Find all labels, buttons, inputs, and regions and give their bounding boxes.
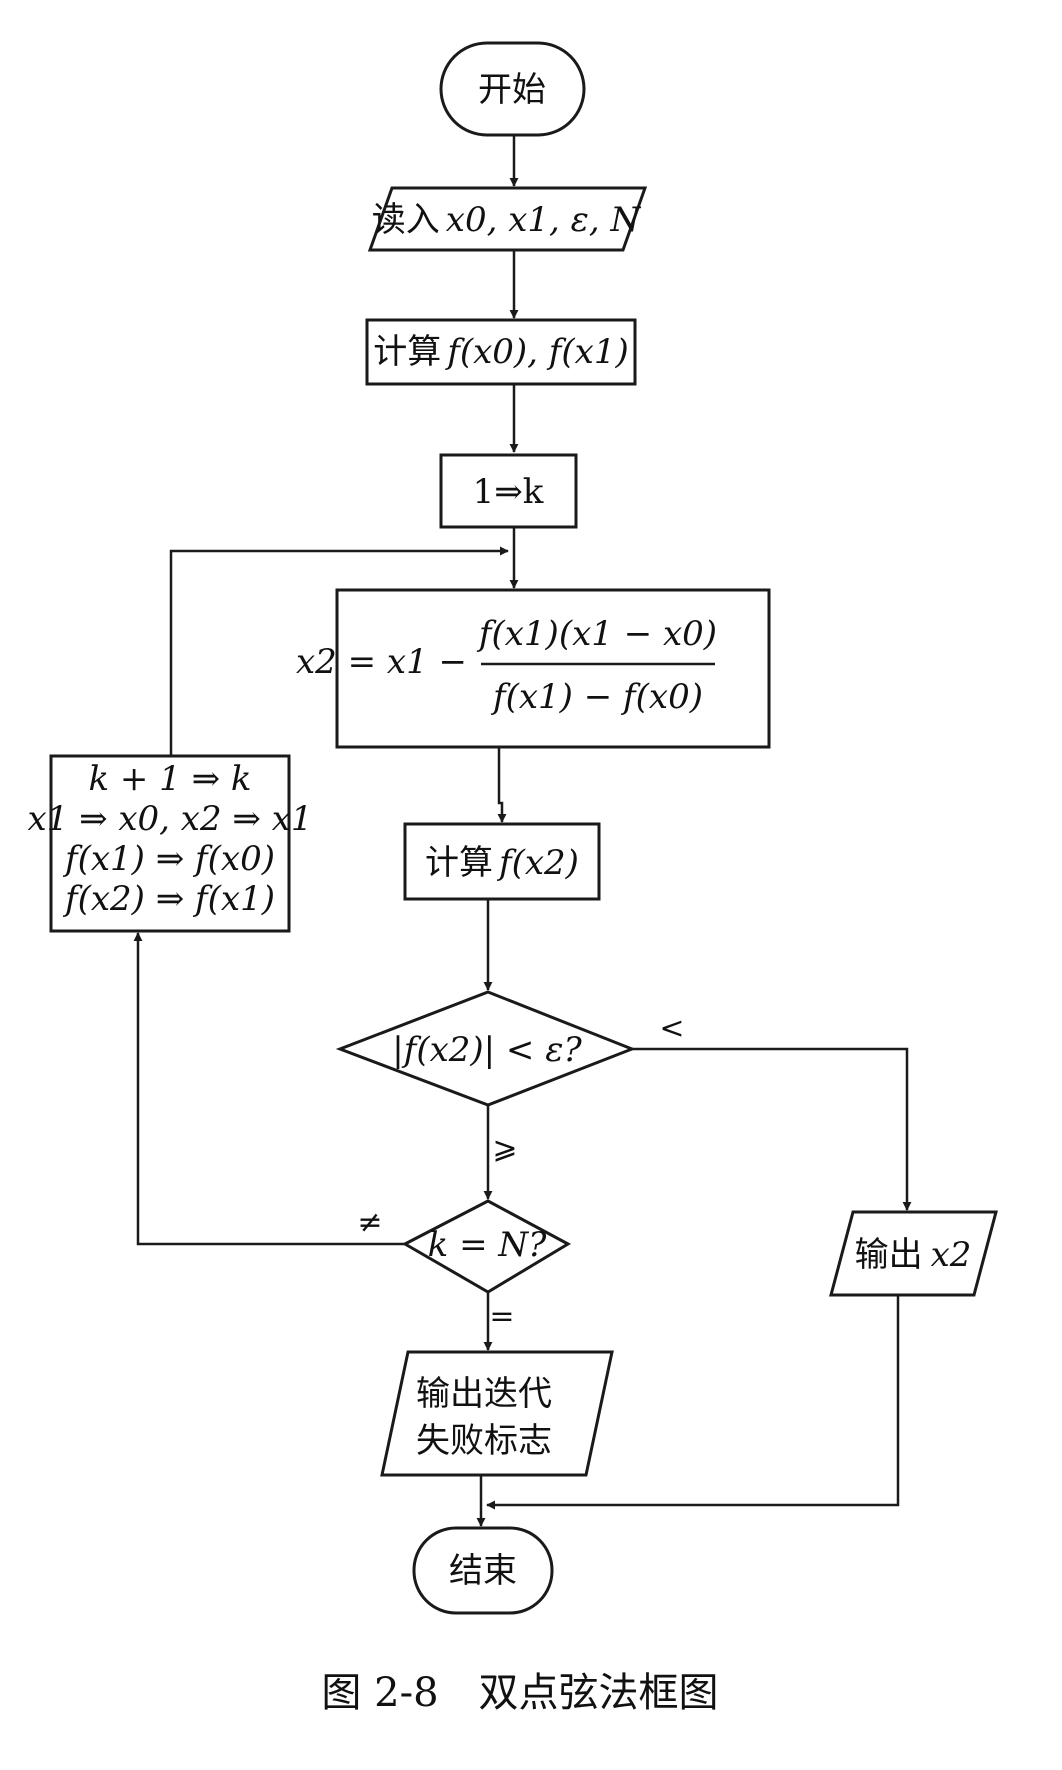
tolerance-decision-label: |f(x2)| < ε? [392,1030,582,1070]
update-line-1: k + 1 ⇒ k [88,759,251,799]
secant-denominator: f(x1) − f(x0) [490,677,703,717]
edge-label-less: < [659,1011,684,1046]
output-fail-line-2: 失败标志 [416,1421,552,1461]
output-fail-line-1: 输出迭代 [416,1374,552,1414]
update-block-node: k + 1 ⇒ k x1 ⇒ x0, x2 ⇒ x1 f(x1) ⇒ f(x0)… [27,754,313,933]
update-line-2: x1 ⇒ x0, x2 ⇒ x1 [27,799,312,839]
start-label: 开始 [478,70,546,110]
connectors [133,135,912,1527]
edge-iter-update [133,932,405,1246]
end-node: 结束 [412,1526,554,1615]
edge-label-geq: ⩾ [492,1131,517,1166]
edge-label-neq: ≠ [357,1205,382,1240]
tolerance-decision-node: |f(x2)| < ε? [335,990,637,1107]
secant-lhs: x2 = x1 − [296,642,467,682]
iteration-decision-node: k = N? [401,1199,572,1294]
init-k-label: 1⇒k [473,472,544,512]
edge-update-loop [169,546,509,756]
end-label: 结束 [449,1551,517,1591]
figure-caption: 图 2-8 双点弦法框图 [321,1670,718,1716]
edge-tol-output [632,1047,912,1211]
iteration-decision-label: k = N? [428,1225,547,1265]
edge-secant-evalx2 [497,747,507,823]
secant-update-node: x2 = x1 − f(x1)(x1 − x0) f(x1) − f(x0) [296,588,771,749]
init-k-node: 1⇒k [439,453,578,529]
start-node: 开始 [439,41,586,137]
output-fail-node: 输出迭代 失败标志 [380,1350,614,1477]
update-line-3: f(x1) ⇒ f(x0) [62,839,275,879]
edge-output-end [486,1295,900,1510]
update-line-4: f(x2) ⇒ f(x1) [62,879,275,919]
secant-numerator: f(x1)(x1 − x0) [476,614,717,654]
edge-label-eq: = [489,1299,514,1334]
